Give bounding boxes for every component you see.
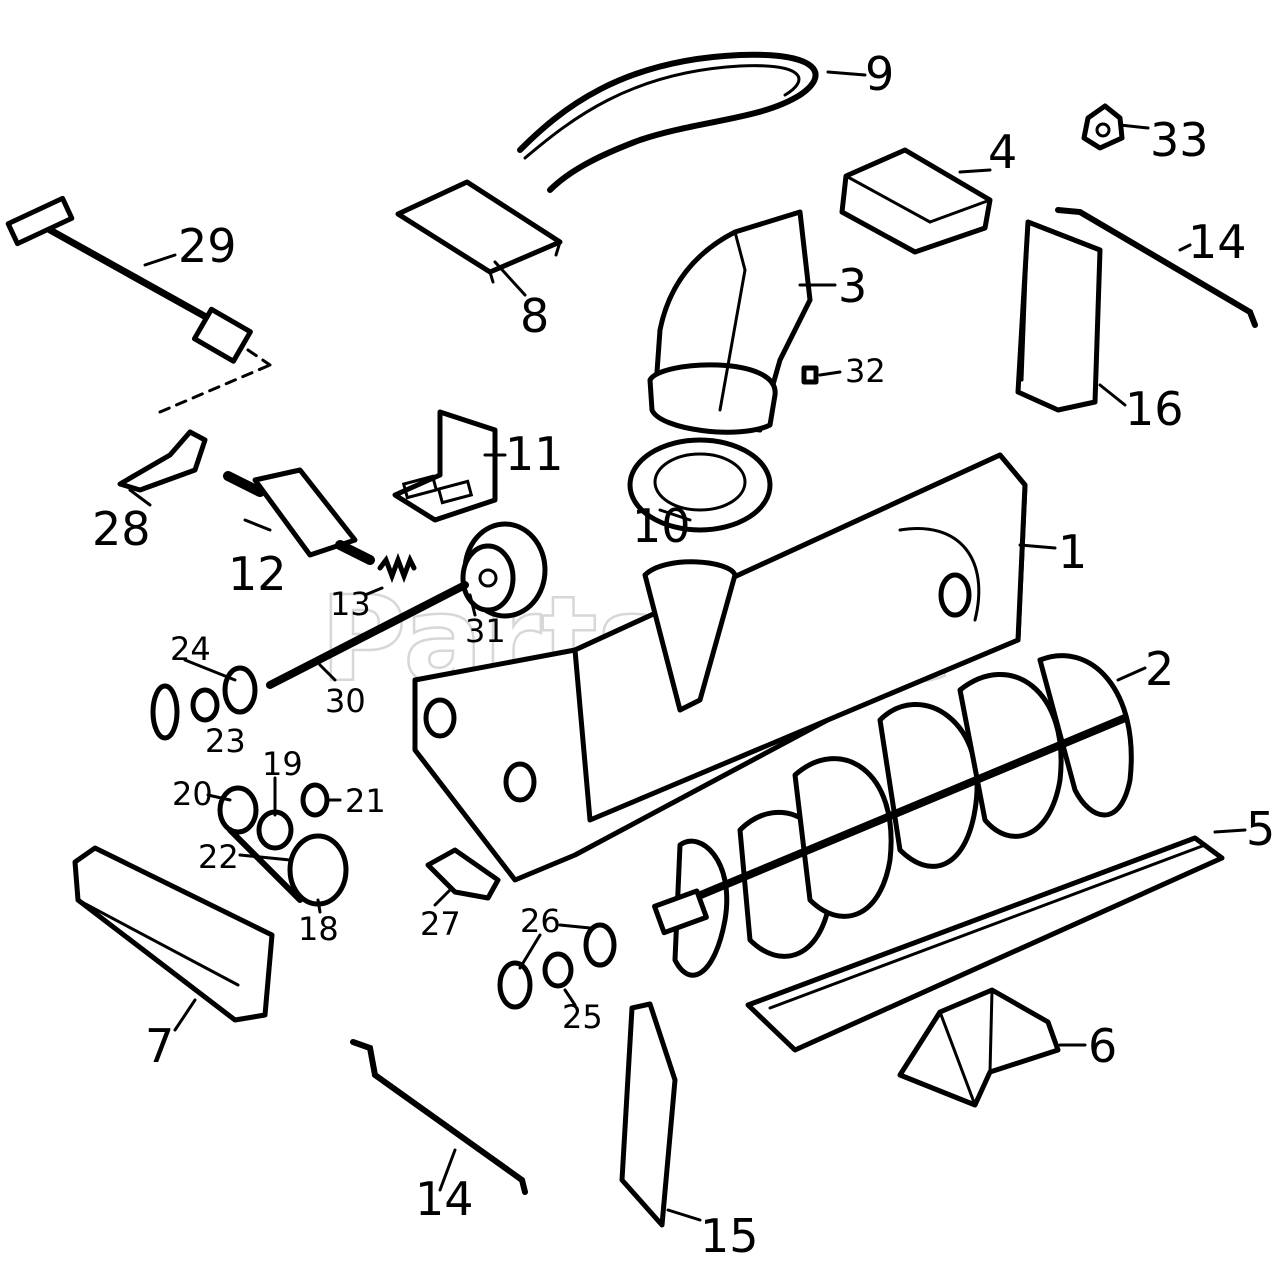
callout-31: 31 <box>465 612 506 650</box>
callout-15: 15 <box>700 1209 759 1263</box>
part-5-scraper-bar <box>745 835 1225 1053</box>
callout-10: 10 <box>632 499 691 553</box>
callout-4: 4 <box>988 125 1017 179</box>
callout-32: 32 <box>845 352 886 390</box>
part-6-shoe <box>897 987 1061 1108</box>
callout-12: 12 <box>228 547 287 601</box>
callout-23: 23 <box>205 722 246 760</box>
callout-11: 11 <box>505 427 564 481</box>
part-32-clip <box>801 365 819 385</box>
part-9-belt <box>517 51 819 193</box>
part-3-chute <box>647 209 813 435</box>
part-16-side-panel <box>1015 219 1103 413</box>
part-14-rod-upper <box>1055 207 1258 328</box>
callout-5: 5 <box>1246 802 1275 856</box>
part-14-rod-lower <box>350 1039 528 1195</box>
callout-8: 8 <box>520 289 549 343</box>
part-10-chute-ring <box>627 437 773 533</box>
part-31-pulley <box>460 521 548 619</box>
callout-6: 6 <box>1088 1019 1117 1073</box>
part-29-dashed-link <box>158 348 272 414</box>
callout-21: 21 <box>345 782 386 820</box>
callout-27: 27 <box>420 905 461 943</box>
callout-33: 33 <box>1150 113 1209 167</box>
callout-25: 25 <box>562 998 603 1036</box>
part-33-knob <box>1081 103 1125 151</box>
callout-1: 1 <box>1058 525 1087 579</box>
callout-9: 9 <box>865 47 894 101</box>
callout-3: 3 <box>838 259 867 313</box>
callout-30: 30 <box>325 682 366 720</box>
parts-18-22-gear-set <box>217 782 349 907</box>
callout-29: 29 <box>178 219 237 273</box>
part-4-deflector <box>839 147 993 255</box>
callout-20: 20 <box>172 775 213 813</box>
callout-16: 16 <box>1125 382 1184 436</box>
parts-25-26-bearings <box>497 922 617 1010</box>
callout-labels: 9 4 33 3 14 16 1 2 5 6 32 11 8 10 12 13 … <box>92 47 1275 1263</box>
callout-22: 22 <box>198 838 239 876</box>
part-13-spring <box>377 552 417 584</box>
part-8-plate <box>395 179 563 284</box>
callout-19: 19 <box>262 745 303 783</box>
callout-24: 24 <box>170 630 211 668</box>
part-27-block <box>425 847 501 901</box>
callout-14-lower: 14 <box>415 1172 474 1226</box>
part-29-crank <box>5 195 253 364</box>
callout-2: 2 <box>1145 642 1174 696</box>
callout-28: 28 <box>92 502 151 556</box>
callout-7: 7 <box>145 1019 174 1073</box>
part-12-shaft-housing <box>223 467 375 565</box>
callout-leaders <box>128 70 1247 1222</box>
part-15-side-panel <box>619 1001 678 1228</box>
callout-18: 18 <box>298 910 339 948</box>
part-2-auger <box>652 653 1134 978</box>
callout-14-upper: 14 <box>1188 215 1247 269</box>
part-30-shaft <box>266 581 469 689</box>
part-1-auger-housing <box>412 452 1028 883</box>
callout-13: 13 <box>330 585 371 623</box>
part-7-cover <box>72 845 275 1023</box>
part-11-bracket <box>392 409 498 523</box>
part-28-bracket <box>117 429 208 493</box>
callout-26: 26 <box>520 902 561 940</box>
